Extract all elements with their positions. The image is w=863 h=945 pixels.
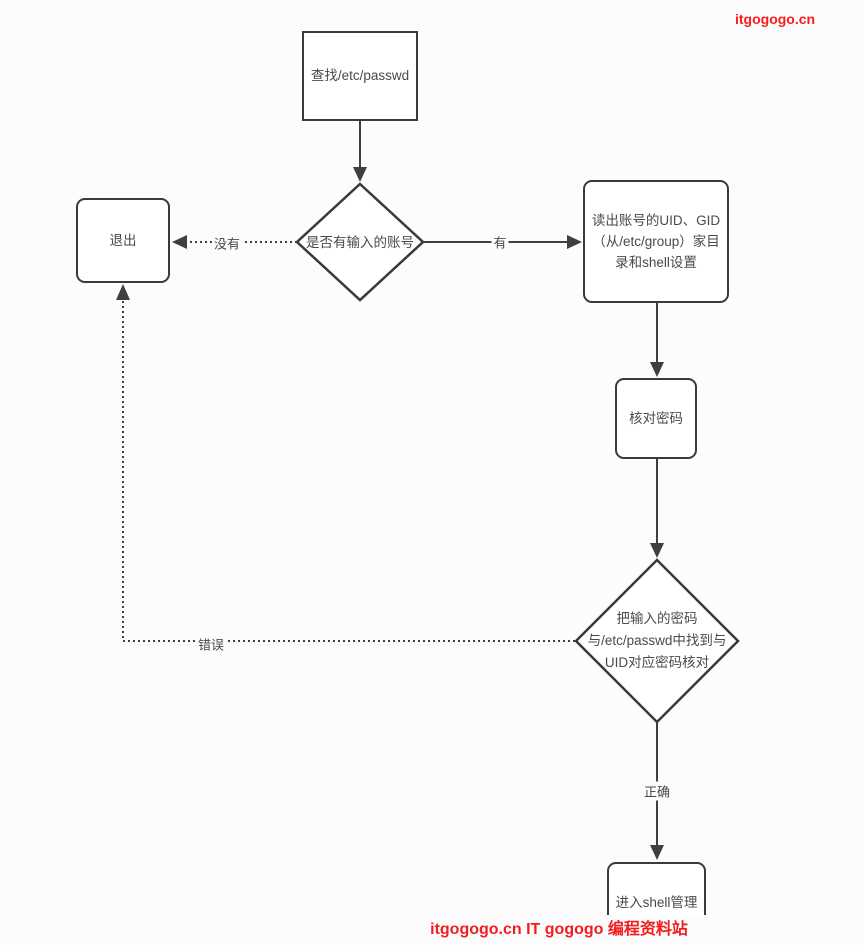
node-find-passwd-label: 查找/etc/passwd (310, 68, 410, 83)
edge-label-error: 错误 (195, 634, 227, 654)
decision-compare-line-2: 与/etc/passwd中找到与 (587, 633, 727, 648)
node-read-uid-line-3: 录和shell设置 (615, 255, 697, 270)
node-find-passwd: 查找/etc/passwd (302, 31, 418, 121)
node-read-uid-label: 读出账号的UID、GID （从/etc/group）家目 录和shell设置 (592, 210, 720, 273)
watermark-bottom: itgogogo.cn IT gogogo 编程资料站 (430, 921, 688, 938)
decision-compare-line-1: 把输入的密码 (616, 611, 698, 626)
node-read-uid-line-2: （从/etc/group）家目 (592, 234, 720, 249)
edge-label-yes: 有 (491, 232, 509, 252)
node-read-uid: 读出账号的UID、GID （从/etc/group）家目 录和shell设置 (583, 180, 729, 303)
decision-compare-password-label: 把输入的密码 与/etc/passwd中找到与 UID对应密码核对 (575, 608, 739, 674)
edge-correct-arrowhead (650, 845, 664, 860)
edge-find-to-decision-arrowhead (353, 167, 367, 182)
edge-read-to-check-arrowhead (650, 362, 664, 377)
decision-has-account-shape (295, 182, 425, 302)
node-enter-shell-label: 进入shell管理 (615, 895, 698, 910)
decision-compare-line-3: UID对应密码核对 (604, 655, 710, 670)
node-exit: 退出 (76, 198, 170, 283)
decision-has-account-label: 是否有输入的账号 (306, 235, 414, 250)
edge-error-arrowhead (116, 284, 130, 300)
node-check-password-label: 核对密码 (629, 410, 683, 426)
edge-label-correct: 正确 (641, 781, 673, 801)
edge-yes-arrowhead (567, 235, 582, 249)
edge-label-no: 没有 (211, 233, 243, 253)
edge-check-to-compare-arrowhead (650, 543, 664, 558)
node-read-uid-line-1: 读出账号的UID、GID (591, 213, 721, 228)
node-enter-shell: 进入shell管理 (607, 862, 706, 915)
node-exit-label: 退出 (109, 232, 137, 248)
decision-compare-password-shape (574, 558, 740, 724)
watermark-top-right: itgogogo.cn (735, 11, 816, 27)
edge-no-arrowhead (172, 235, 187, 249)
node-check-password: 核对密码 (615, 378, 697, 459)
edge-error-dotted-line (122, 299, 575, 642)
